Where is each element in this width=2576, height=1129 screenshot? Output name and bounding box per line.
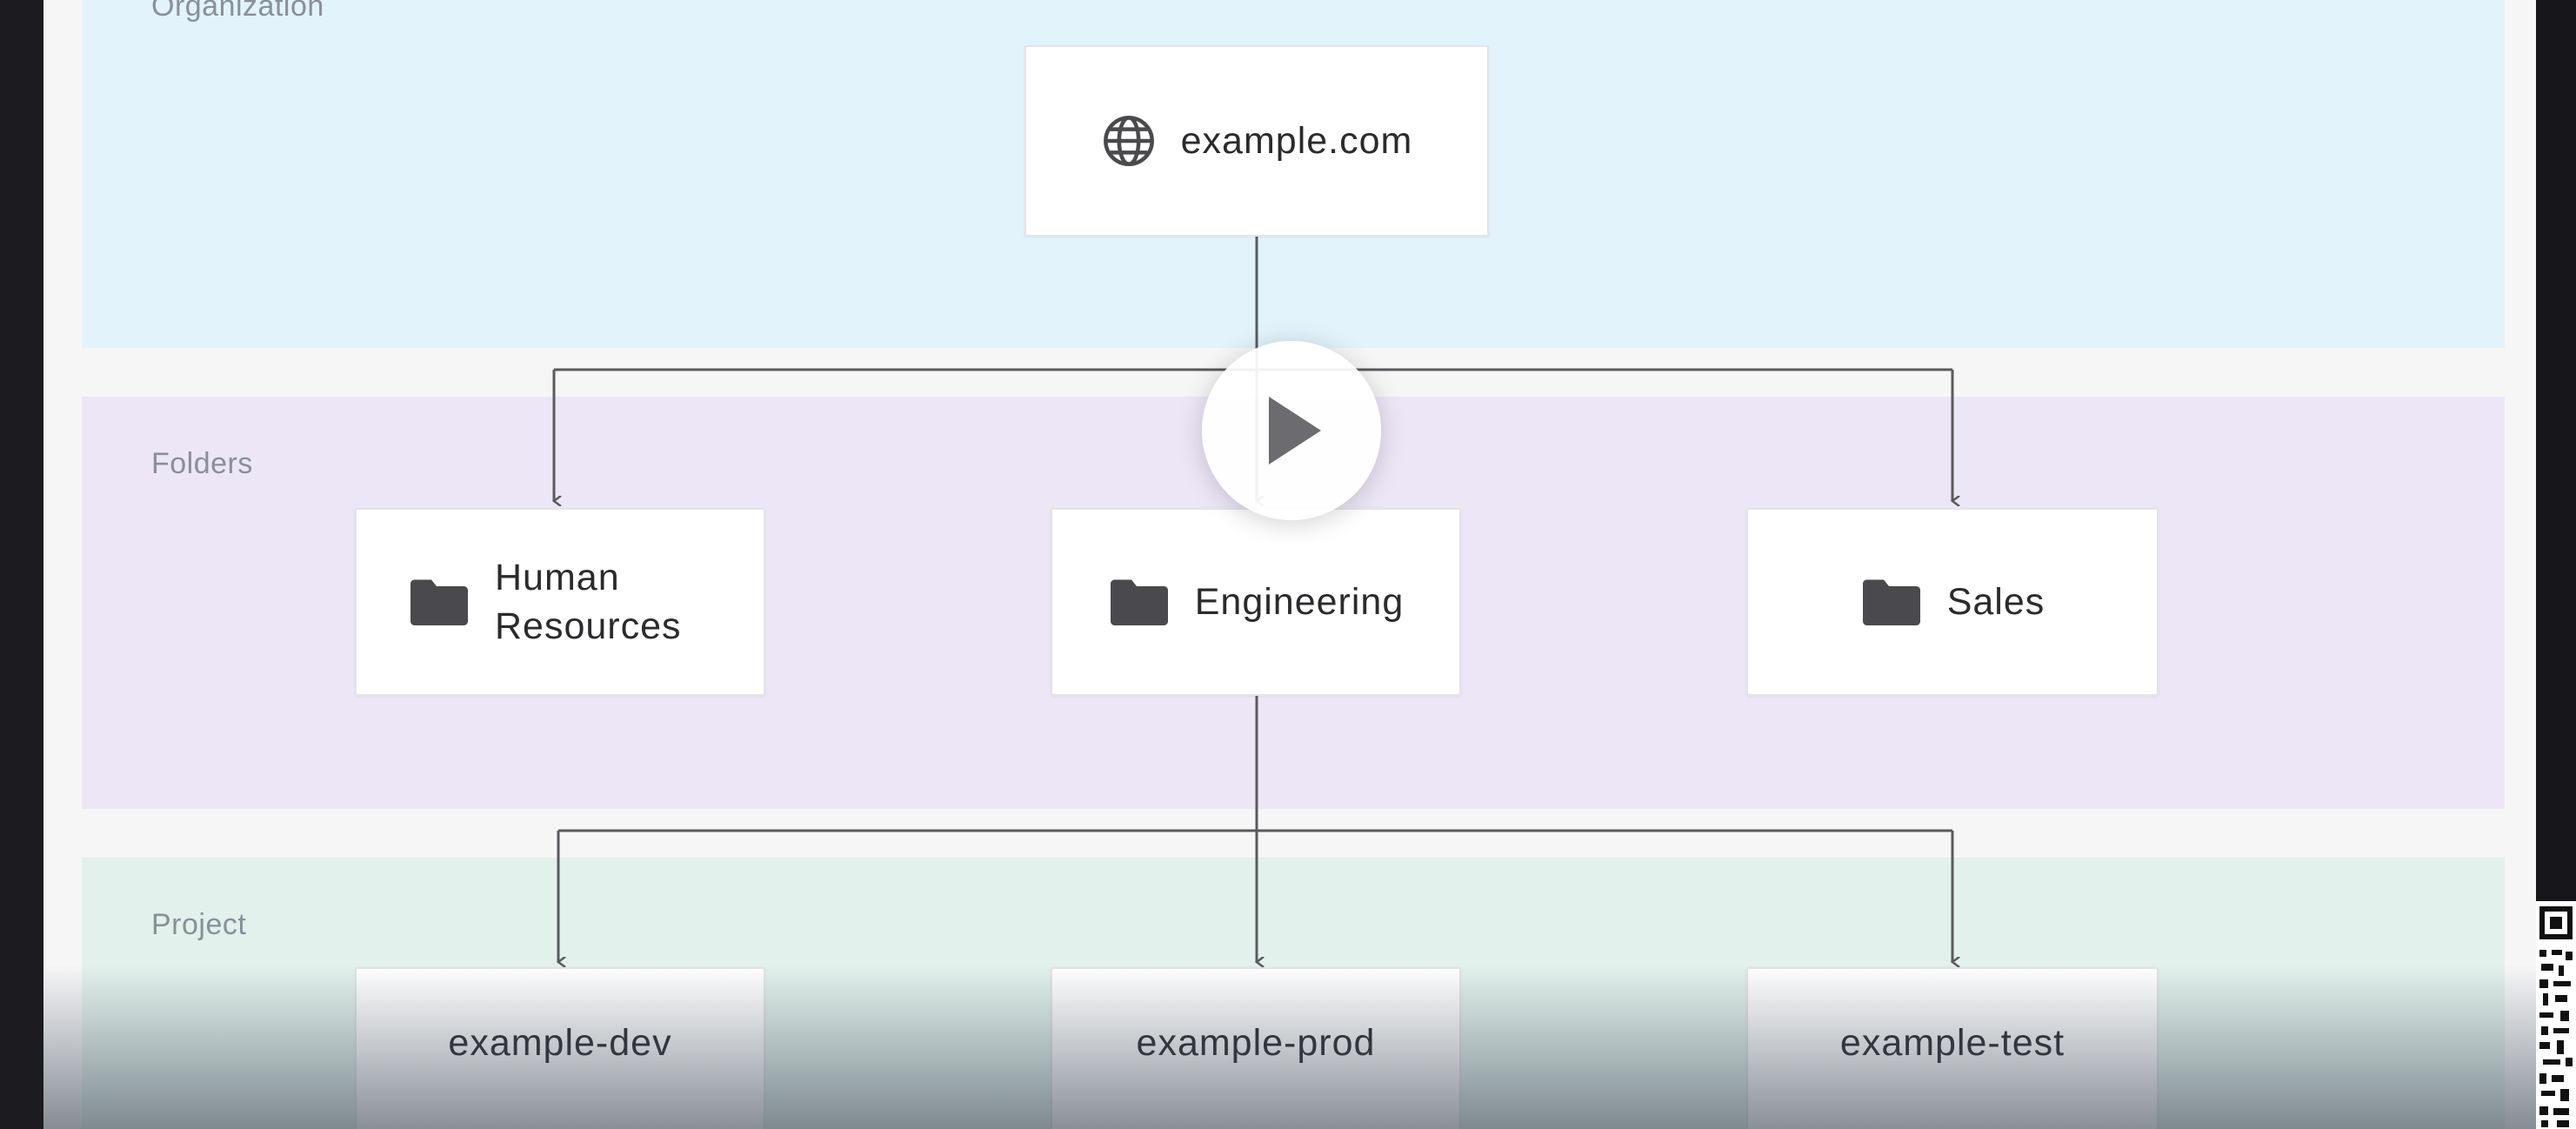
project-label-example-test: example-test — [1839, 1022, 2065, 1064]
org-node-card[interactable]: example.com — [1024, 45, 1489, 237]
play-icon — [1257, 391, 1326, 470]
folder-label-human-resources: Human Resources — [495, 557, 682, 647]
folder-icon — [1108, 576, 1171, 628]
organization-band-label: Organization — [151, 0, 324, 23]
folder-icon — [1860, 576, 1923, 628]
play-button[interactable] — [1202, 341, 1381, 520]
folder-icon — [408, 576, 470, 628]
org-node-label: example.com — [1180, 120, 1413, 162]
project-band-label: Project — [151, 908, 247, 941]
hierarchy-diagram: Organization Folders Project — [43, 0, 2536, 1129]
folder-card-human-resources[interactable]: Human Resources — [355, 508, 765, 696]
globe-icon — [1101, 113, 1157, 169]
qr-code-image — [2536, 901, 2576, 1129]
project-label-example-prod: example-prod — [1136, 1022, 1376, 1064]
project-card-example-dev[interactable]: example-dev — [355, 967, 765, 1129]
left-letterbox — [0, 0, 43, 1129]
project-card-example-test[interactable]: example-test — [1746, 967, 2159, 1129]
folder-card-sales[interactable]: Sales — [1746, 508, 2159, 696]
folder-label-engineering: Engineering — [1194, 581, 1405, 623]
folder-card-engineering[interactable]: Engineering — [1051, 508, 1461, 696]
folder-label-sales: Sales — [1946, 581, 2045, 623]
project-label-example-dev: example-dev — [448, 1022, 672, 1064]
folders-band-label: Folders — [151, 447, 253, 480]
project-card-example-prod[interactable]: example-prod — [1051, 967, 1461, 1129]
